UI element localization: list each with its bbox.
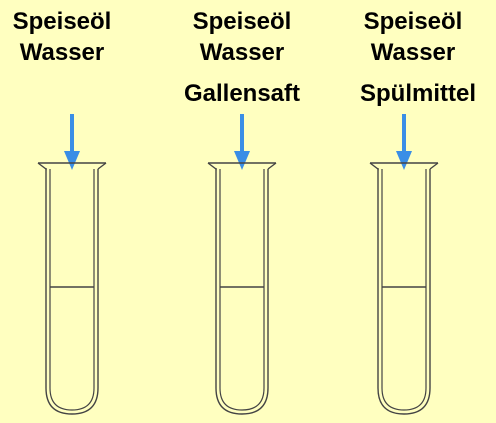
tube-2-label-2: Wasser (199, 39, 285, 66)
tube-1-label-2: Wasser (19, 39, 105, 66)
arrow-down-icon (232, 112, 252, 172)
test-tube-icon (369, 162, 439, 415)
tube-3-label-2: Wasser (370, 39, 456, 66)
test-tube-icon (207, 162, 277, 415)
tube-2-label-1: Speiseöl (192, 8, 292, 35)
tube-2-label-3: Gallensaft (183, 80, 301, 107)
tube-3-label-1: Speiseöl (363, 8, 463, 35)
tube-3-label-3: Spülmittel (359, 80, 477, 107)
arrow-down-icon (394, 112, 414, 172)
tube-1-label-1: Speiseöl (12, 8, 112, 35)
test-tube-icon (37, 162, 107, 415)
arrow-down-icon (62, 112, 82, 172)
